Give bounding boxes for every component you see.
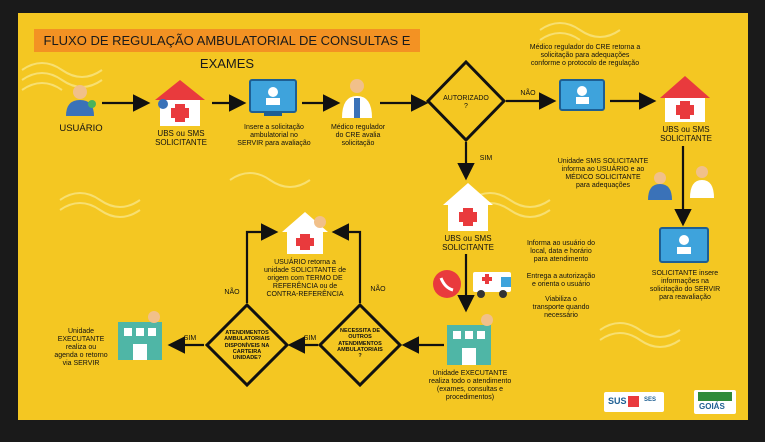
goias-logo-text: GOIÁS [699, 402, 725, 411]
goias-flag-icon [698, 392, 732, 401]
user-icon [66, 85, 96, 116]
page-title: FLUXO DE REGULAÇÃO AMBULATORIAL DE CONSU… [34, 29, 420, 71]
decision-atendimentos [204, 302, 290, 388]
decision-necessita [317, 302, 403, 388]
label-atendimentos: ATENDIMENTOS AMBULATORIAIS DISPONÍVEIS N… [224, 330, 270, 362]
label-insere-servir: Insere a solicitação ambulatorial no SER… [237, 124, 311, 148]
label-ubs-right: UBS ou SMS SOLICITANTE [660, 125, 712, 144]
edge-label-sim-atendimentos: SIM [183, 335, 197, 342]
sus-cross-icon [628, 396, 639, 407]
label-unidade-sms: Unidade SMS SOLICITANTE informa ao USUÁR… [557, 158, 649, 190]
goias-logo: GOIÁS [694, 390, 736, 414]
label-usuario-retorna: USUÁRIO retorna a unidade SOLICITANTE de… [264, 259, 346, 299]
computer-icon-reaval [659, 227, 709, 263]
house-icon-ubs1 [155, 80, 205, 126]
hospital-icon-executante [447, 314, 493, 365]
label-usuario: USUÁRIO [59, 123, 103, 134]
phone-icon [433, 270, 461, 298]
decision-autorizado [425, 59, 507, 143]
doctor-icon [342, 79, 372, 118]
label-executante: Unidade EXECUTANTE realiza todo o atendi… [428, 370, 512, 402]
ambulance-icon [473, 272, 511, 298]
label-ubs-center: UBS ou SMS SOLICITANTE [442, 234, 494, 253]
house-icon-right [660, 76, 710, 122]
label-necessita: NECESSITA DE OUTROS ATENDIMENTOS AMBULAT… [337, 328, 383, 360]
decorative-swirls [21, 22, 681, 348]
label-medico-retorna: Médico regulador do CRE retorna a solici… [529, 44, 641, 68]
computer-icon-servir [249, 79, 297, 116]
label-viabiliza: Viabiliza o transporte quando necessário [532, 296, 590, 320]
label-medico-regulador: Médico regulador do CRE avalia solicitaç… [330, 124, 386, 148]
edge-label-sim-necessita: SIM [303, 335, 317, 342]
edge-label-nao-atendimentos: NÃO [224, 289, 240, 296]
label-ubs-solicitante: UBS ou SMS SOLICITANTE [155, 129, 207, 148]
ses-logo-text: SES [644, 397, 657, 403]
edge-label-nao-autorizado: NÃO [520, 90, 536, 97]
label-unidade-executante-left: Unidade EXECUTANTE realiza ou agenda o r… [54, 328, 108, 368]
label-solicitante-insere: SOLICITANTE insere informações na solici… [649, 270, 721, 302]
house-icon-retorno [282, 212, 328, 254]
edge-label-sim-autorizado: SIM [479, 155, 493, 162]
label-autorizado: AUTORIZADO ? [443, 95, 489, 111]
label-informa: Informa ao usuário do local, data e horá… [526, 240, 596, 264]
sus-logo: SUS SES [604, 392, 664, 412]
hospital-icon-left [118, 311, 162, 360]
people-icon-right [648, 166, 714, 200]
flow-arrows [102, 92, 692, 354]
house-icon-center [443, 183, 493, 231]
edge-label-nao-necessita: NÃO [370, 286, 386, 293]
computer-icon-right [559, 79, 605, 111]
label-entrega: Entrega a autorização e orienta o usuári… [526, 273, 596, 289]
sus-logo-text: SUS [608, 396, 627, 406]
